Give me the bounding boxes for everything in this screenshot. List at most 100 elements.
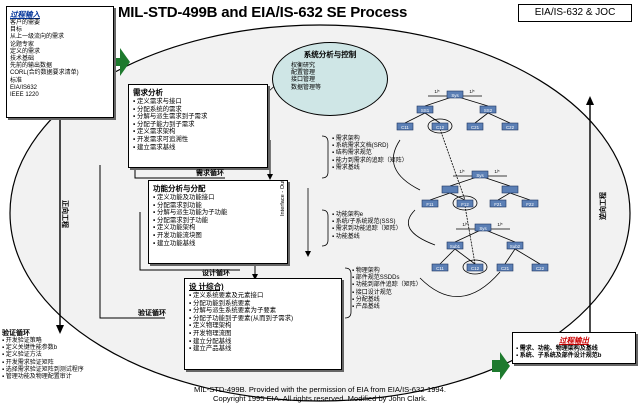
verification-loop-line: [99, 165, 165, 319]
tree-bleaf-label: C21: [501, 266, 510, 271]
input-item: IEEE 1220: [10, 92, 39, 99]
verification-title: 验证循环: [2, 330, 30, 337]
control-item: 数据管理等: [291, 84, 322, 91]
functional-item: ▪ 分配需求到子功能: [153, 216, 209, 224]
tree-f-label: F11: [426, 202, 434, 207]
func-output-item: ▪ 功能架构e: [332, 212, 364, 218]
footer-line: Copyright 1995 EIA. All rights reserved.…: [213, 393, 427, 403]
req-output-item: ▪ 能力到需求的追踪（矩阵）: [332, 157, 408, 164]
verification-item: ▪ 选择需求验证矩阵到测试程序: [2, 366, 84, 373]
requirement-item: ▪ 定义需求架构: [133, 128, 176, 136]
requirement-item: ▪ 分配系统的需求: [133, 105, 182, 113]
verification-item: ▪ 开发验证策略: [2, 338, 42, 344]
control-item: 接口管理: [291, 77, 316, 84]
requirement-item: ▪ 开发需求可追溯性: [133, 135, 189, 143]
tree-edge-label: 1/*: [497, 222, 503, 227]
requirements-loop-label: 需求循环: [196, 170, 224, 177]
functional-title: 功能分析与分配: [153, 184, 206, 193]
synthesis-item: ▪ 开发物理流图: [189, 329, 232, 337]
input-item: 从上一级流向的需求: [10, 34, 65, 41]
tree-leaf-label: C21: [471, 125, 480, 130]
input-item: 先前的输出数据: [10, 63, 53, 70]
synthesis-item: ▪ 建立产品基线: [189, 345, 232, 353]
func-output-item: ▪ 系统/子系统规范(SSS): [332, 219, 396, 226]
input-item: 论题专家: [10, 41, 35, 48]
output-arrow: [492, 352, 510, 380]
control-item: 权衡研究: [291, 63, 316, 69]
input-item: 客户的需要: [10, 20, 41, 26]
requirements-outputs: ▪ 需求架构 ▪ 系统需求文档(SRD) ▪ 结构需求规范 ▪ 能力到需求的追踪…: [332, 136, 408, 172]
synthesis-item: ▪ 建立分配基线: [189, 337, 232, 345]
tree-sub-label: SS2: [484, 108, 493, 113]
input-item: 目标: [10, 27, 23, 34]
tree-edge-label: 1/*: [469, 89, 475, 94]
verification-list: 验证循环 ▪ 开发验证策略 ▪ 定义关键性能参数b ▪ 定义验证方法 ▪ 开发需…: [2, 328, 84, 381]
verification-loop-label: 验证循环: [138, 310, 166, 317]
req-output-item: ▪ 系统需求文档(SRD): [332, 143, 389, 150]
verification-item: ▪ 开发需求验证矩阵: [2, 359, 54, 366]
req-output-item: ▪ 结构需求规范: [332, 150, 372, 157]
input-item: 技术基础: [10, 56, 35, 63]
requirements-box: 需求分析 ▪ 定义需求与接口 ▪ 分配系统的需求 ▪ 分解与派生需求到子需求 ▪…: [128, 84, 268, 168]
synth-output-item: ▪ 功能到部件追踪（矩阵）: [352, 282, 422, 289]
tree-bottom-label: Sys: [479, 226, 487, 231]
tree-nodes: [396, 90, 549, 272]
tree-leaf-label: C22: [506, 125, 515, 130]
requirement-item: ▪ 建立需求基线: [133, 143, 176, 151]
synth-output-item: ▪ 物理架构: [352, 268, 380, 274]
tree-bsub-label: Sub2: [510, 244, 521, 249]
input-item: CORL(合约数据要求清单): [10, 70, 79, 77]
functional-item: ▪ 定义功能及功能接口: [153, 194, 215, 201]
synthesis-item: ▪ 定义物理架构: [189, 322, 232, 330]
reverse-engineering-label: 逆向工程: [600, 192, 607, 220]
synthesis-outputs: ▪ 物理架构 ▪ 部件规范SSDDs ▪ 功能到部件追踪（矩阵） ▪ 接口设计规…: [352, 268, 422, 311]
requirement-item: ▪ 分配子能力到子需求: [133, 120, 195, 128]
process-output-box: 过程输出 ▪ 需求、功能、物理架构及基线 ▪ 系统、子系统及部件设计规范b: [512, 332, 636, 364]
tree-edge-label: 1/*: [494, 169, 500, 174]
design-loop-line: [139, 212, 240, 271]
tree-f-label: F22: [526, 202, 534, 207]
functional-item: ▪ 建立功能基线: [153, 239, 196, 247]
synth-output-item: ▪ 接口设计规范: [352, 289, 392, 296]
functional-box: 功能分析与分配 ▪ 定义功能及功能接口 ▪ 分配需求到功能 ▪ 分解与派生功能为…: [148, 180, 288, 264]
synthesis-title: 设 计综合): [189, 282, 224, 291]
func-output-item: ▪ 功能基线: [332, 233, 360, 240]
tree-edge-label: 1/*: [459, 169, 465, 174]
analysis-control-circle: 系统分析与控制 权衡研究 配置管理 接口管理 数据管理等: [272, 42, 388, 116]
tree-bleaf-label: C11: [436, 266, 444, 271]
process-input-title: 过程输入: [10, 10, 40, 19]
footer: MIL-STD-499B. Provided with the permissi…: [120, 385, 520, 403]
tree-mid-label: Sys: [476, 173, 484, 178]
input-item: 标准: [10, 77, 23, 84]
input-item: EIA/IS632: [10, 84, 38, 91]
synth-output-item: ▪ 产品基线: [352, 304, 380, 311]
tree-sub-label: SS1: [421, 108, 430, 113]
synthesis-item: ▪ 定义系统要素及元素接口: [189, 292, 264, 299]
synthesis-item: ▪ 分配功能到系统要素: [189, 299, 251, 307]
process-output-title: 过程输出: [559, 336, 589, 345]
synthesis-box: 设 计综合) ▪ 定义系统要素及元素接口 ▪ 分配功能到系统要素 ▪ 分解与派生…: [184, 278, 342, 370]
functional-outputs: ▪ 功能架构e ▪ 系统/子系统规范(SSS) ▪ 需求到功能追踪（矩阵） ▪ …: [332, 212, 402, 241]
input-item: 定义的需求: [10, 48, 41, 55]
functional-item: ▪ 定义功能架构: [153, 224, 196, 232]
requirements-title: 需求分析: [133, 88, 163, 97]
tree-bleaf-label: C12: [471, 266, 480, 271]
requirements-loop-line: [134, 165, 225, 179]
tree-edge-label: 1/*: [434, 89, 440, 94]
footer-line: MIL-STD-499B. Provided with the permissi…: [194, 385, 446, 394]
interface-out-label: Interface - Out: [280, 180, 286, 216]
tree-f-label: F12: [461, 202, 469, 207]
process-input-box: 过程输入 客户的需要 目标 从上一级流向的需求 论题专家 定义的需求 技术基础 …: [6, 6, 114, 118]
verification-item: ▪ 定义验证方法: [2, 352, 42, 359]
verification-item: ▪ 管理功能及物理配置审计: [2, 374, 72, 381]
forward-engineering-label: 正向工程: [61, 200, 68, 228]
control-title: 系统分析与控制: [303, 50, 357, 59]
verification-item: ▪ 定义关键性能参数b: [2, 345, 58, 352]
tree-f-label: F21: [494, 202, 502, 207]
requirement-item: ▪ 分解与派生需求到子需求: [133, 113, 208, 121]
synthesis-item: ▪ 分配子功能到子要素(从而到子需求): [189, 314, 294, 322]
control-item: 配置管理: [291, 70, 316, 77]
page-title: MIL-STD-499B and EIA/IS-632 SE Process: [118, 4, 408, 21]
tree-leaf-label: C11: [401, 125, 409, 130]
